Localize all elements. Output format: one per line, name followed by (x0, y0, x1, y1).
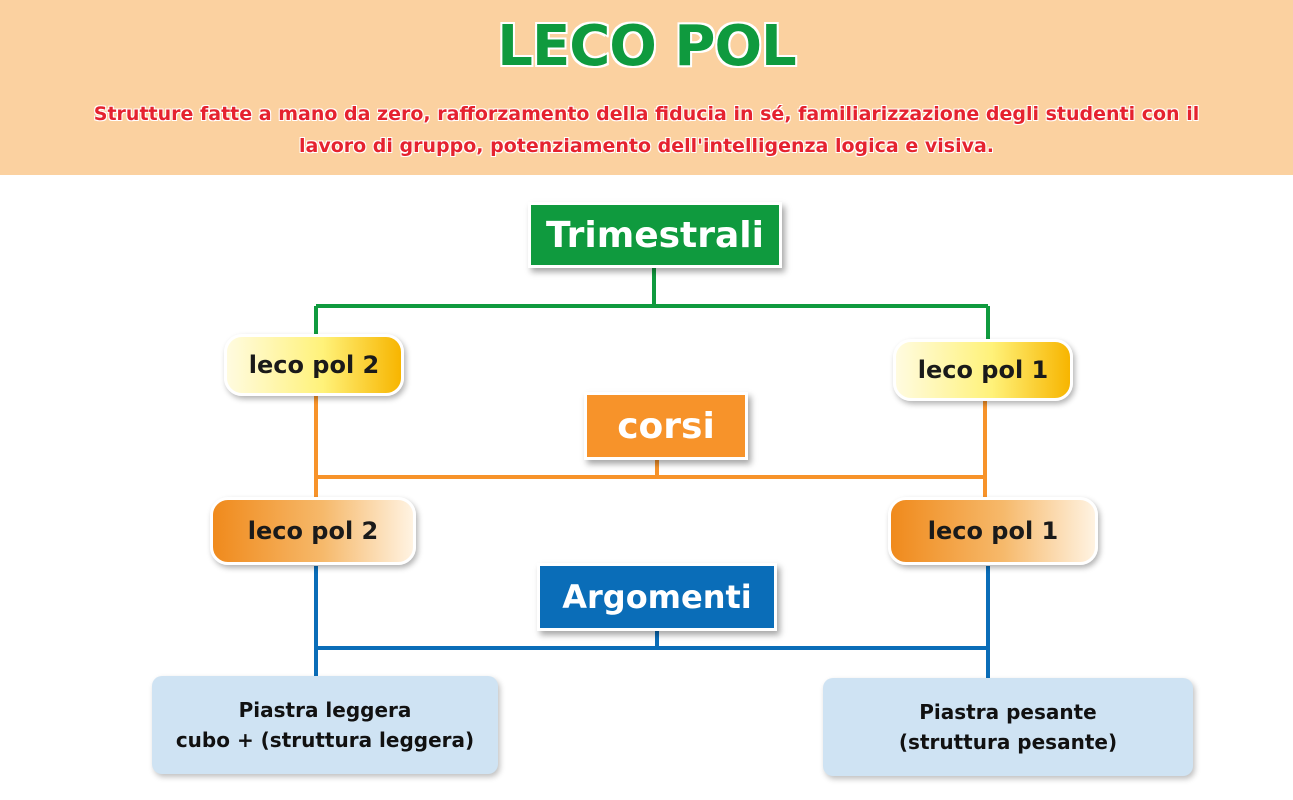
argomenti-node: Argomenti (537, 563, 777, 631)
topic-node-right: Piastra pesante (struttura pesante) (823, 678, 1193, 776)
page-title: LECO POL (496, 13, 798, 81)
corsi-node: corsi (584, 392, 748, 460)
topic-left-line1: Piastra leggera (238, 698, 412, 722)
green-connectors (314, 268, 990, 342)
topic-right-line2: (struttura pesante) (898, 730, 1118, 754)
page-subtitle: Strutture fatte a mano da zero, rafforza… (93, 103, 1200, 157)
blue-connectors (314, 566, 990, 680)
quarterly-node-right: leco pol 1 (893, 339, 1073, 401)
topic-right-line1: Piastra pesante (919, 700, 1097, 724)
course-node-left: leco pol 2 (210, 497, 416, 565)
course-node-right: leco pol 1 (888, 497, 1098, 565)
topic-left-line2: cubo + (struttura leggera) (175, 728, 475, 752)
topic-node-left: Piastra leggera cubo + (struttura legger… (152, 676, 498, 774)
trimestrali-node: Trimestrali (528, 202, 782, 268)
quarterly-node-left: leco pol 2 (224, 334, 404, 396)
header-banner: LECO POL Strutture fatte a mano da zero,… (0, 0, 1293, 175)
orange-connectors (314, 396, 987, 498)
